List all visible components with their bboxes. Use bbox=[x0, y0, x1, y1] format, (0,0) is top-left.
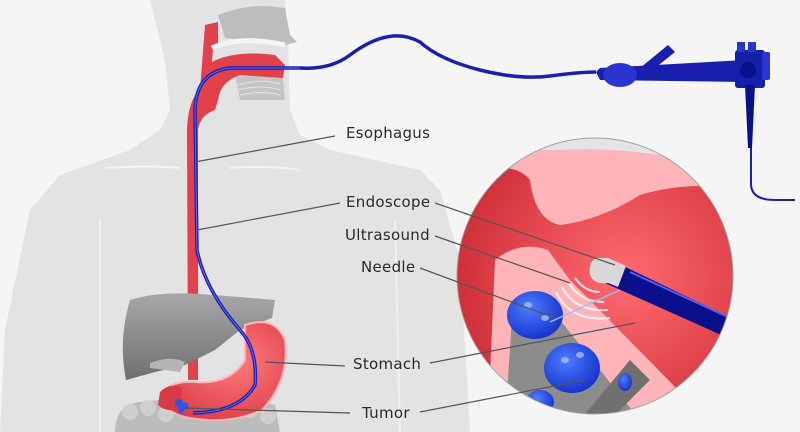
leader-stomach-left bbox=[264, 361, 346, 367]
label-needle: Needle bbox=[361, 258, 416, 276]
endoscope-cable bbox=[192, 34, 597, 415]
leader-endoscope-pointer bbox=[434, 202, 616, 266]
liver bbox=[122, 293, 275, 380]
endoscope-handle bbox=[596, 42, 795, 201]
tumor-large bbox=[507, 291, 632, 414]
label-esophagus: Esophagus bbox=[346, 124, 431, 142]
leader-esophagus bbox=[194, 135, 336, 163]
scope-tip bbox=[589, 258, 733, 338]
label-ultrasound: Ultrasound bbox=[345, 226, 430, 244]
label-stomach: Stomach bbox=[353, 355, 422, 373]
leader-tumor-left bbox=[184, 407, 351, 414]
head-structures bbox=[218, 6, 297, 100]
label-tumor: Tumor bbox=[362, 404, 410, 422]
ultrasound-waves bbox=[555, 277, 611, 320]
leader-lines bbox=[184, 135, 636, 414]
needle bbox=[549, 289, 621, 323]
leader-endoscope bbox=[196, 202, 341, 231]
magnified-view bbox=[457, 138, 733, 414]
leader-ultrasound bbox=[434, 235, 571, 284]
leader-tumor-right bbox=[419, 379, 586, 413]
leader-stomach-right bbox=[429, 322, 636, 364]
magnifier-border bbox=[456, 137, 734, 415]
label-endoscope: Endoscope bbox=[346, 193, 431, 211]
body-silhouette bbox=[0, 0, 470, 432]
leader-needle bbox=[419, 267, 556, 319]
